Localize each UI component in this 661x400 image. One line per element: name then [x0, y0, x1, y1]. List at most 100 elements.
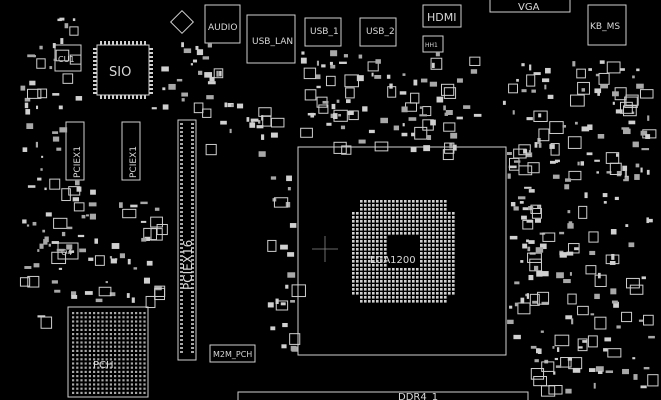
- cpu-pad: [440, 264, 443, 267]
- cpu-pad: [352, 256, 355, 259]
- usb-1-connector[interactable]: USB_1: [304, 17, 342, 47]
- cpu-pad: [356, 280, 359, 283]
- cpu-pad: [368, 272, 371, 275]
- pch-pad: [139, 345, 142, 348]
- cpu-pad: [452, 264, 455, 267]
- small-part-outline: [333, 141, 347, 154]
- cpu-pad: [420, 260, 423, 263]
- small-pad: [33, 55, 36, 58]
- small-pad: [393, 125, 400, 131]
- pciex16-slot[interactable]: PCIEX16: [177, 119, 197, 361]
- hh1-component[interactable]: HH1: [422, 35, 444, 53]
- pch-pad: [80, 387, 83, 390]
- cpu-pad: [360, 300, 363, 303]
- small-pad: [127, 258, 131, 265]
- ddr4-slot[interactable]: DDR4_1: [237, 391, 529, 400]
- cpu-pad: [356, 256, 359, 259]
- cpu-pad: [372, 224, 375, 227]
- small-pad: [410, 147, 417, 153]
- small-pad: [43, 239, 48, 245]
- pcie-pin: [180, 147, 183, 149]
- pch-pad: [93, 333, 96, 336]
- small-pad: [532, 300, 538, 304]
- cpu-pad: [404, 292, 407, 295]
- usb-lan-connector[interactable]: USB_LAN: [246, 14, 296, 64]
- pch-pad: [80, 383, 83, 386]
- cpu-pad: [412, 272, 415, 275]
- cpu-pad: [448, 232, 451, 235]
- pch-pad: [93, 358, 96, 361]
- pch-pad: [139, 375, 142, 378]
- small-pad: [419, 106, 422, 109]
- pch-pad: [84, 324, 87, 327]
- hdmi-connector[interactable]: HDMI: [422, 4, 462, 28]
- cpu-pad: [424, 224, 427, 227]
- small-pad: [507, 319, 514, 325]
- sio-pin: [93, 52, 97, 54]
- sio-pin: [100, 95, 102, 99]
- small-pad: [362, 106, 368, 112]
- sio-pin: [149, 48, 153, 50]
- vga-label: VGA: [518, 2, 540, 13]
- pch-pad: [80, 391, 83, 394]
- pch-pad: [105, 341, 108, 344]
- small-pad: [521, 215, 527, 220]
- cpu-pad: [432, 284, 435, 287]
- cpu-pad: [428, 232, 431, 235]
- usb-2-connector[interactable]: USB_2: [359, 17, 397, 47]
- cpu-pad: [428, 284, 431, 287]
- cpu-pad: [404, 204, 407, 207]
- pch-pad: [97, 341, 100, 344]
- audio-connector[interactable]: AUDIO: [204, 4, 241, 44]
- pcie-pin: [191, 303, 194, 305]
- cpu-pad: [416, 292, 419, 295]
- pch-pad: [130, 370, 133, 373]
- small-pad: [623, 179, 629, 182]
- cpu-pad: [368, 300, 371, 303]
- pcie-pin: [191, 311, 194, 313]
- vga-connector[interactable]: VGA: [489, 0, 571, 13]
- small-part-outline: [443, 122, 456, 132]
- small-pad: [119, 202, 123, 208]
- small-part-outline: [430, 57, 443, 70]
- cpu-pad: [368, 212, 371, 215]
- pcie-pin: [191, 275, 194, 277]
- cpu-pad: [440, 256, 443, 259]
- cpu-pad: [436, 220, 439, 223]
- pciex1-slot[interactable]: PCIEX1 PCIEX1: [65, 121, 141, 181]
- cu1-chip[interactable]: CU1: [54, 44, 82, 72]
- pcie-pin: [180, 299, 183, 301]
- small-pad: [565, 315, 573, 320]
- small-pad: [620, 68, 625, 71]
- cpu-pad: [352, 232, 355, 235]
- pch-pad: [88, 320, 91, 323]
- sio-chip[interactable]: SIO: [93, 41, 153, 99]
- small-pad: [636, 83, 644, 89]
- small-part-outline: [469, 56, 481, 66]
- small-pad: [300, 57, 307, 64]
- cpu-pad: [432, 236, 435, 239]
- small-pad: [71, 295, 78, 299]
- cpu-pad: [444, 252, 447, 255]
- cpu-pad: [436, 268, 439, 271]
- small-pad: [610, 288, 617, 295]
- cpu-pad: [432, 224, 435, 227]
- small-pad: [572, 61, 576, 67]
- pch-chip[interactable]: PCH: [67, 306, 149, 398]
- hh1-label: HH1: [425, 42, 438, 49]
- cpu-pad: [368, 264, 371, 267]
- kb-ms-connector[interactable]: KB_MS: [587, 4, 627, 46]
- small-part-outline: [154, 287, 166, 301]
- m2m-pch-connector[interactable]: M2M_PCH: [209, 344, 256, 363]
- cpu-socket[interactable]: LGA1200: [297, 146, 507, 356]
- pcie-pin: [191, 239, 194, 241]
- small-pad: [557, 347, 560, 352]
- small-part-outline: [98, 286, 112, 297]
- pch-pad: [97, 328, 100, 331]
- pcie-pin: [180, 187, 183, 189]
- small-pad: [586, 152, 593, 156]
- pch-pad: [114, 358, 117, 361]
- sio-pin: [116, 95, 118, 99]
- small-pad: [641, 148, 650, 151]
- small-part-outline: [577, 305, 589, 316]
